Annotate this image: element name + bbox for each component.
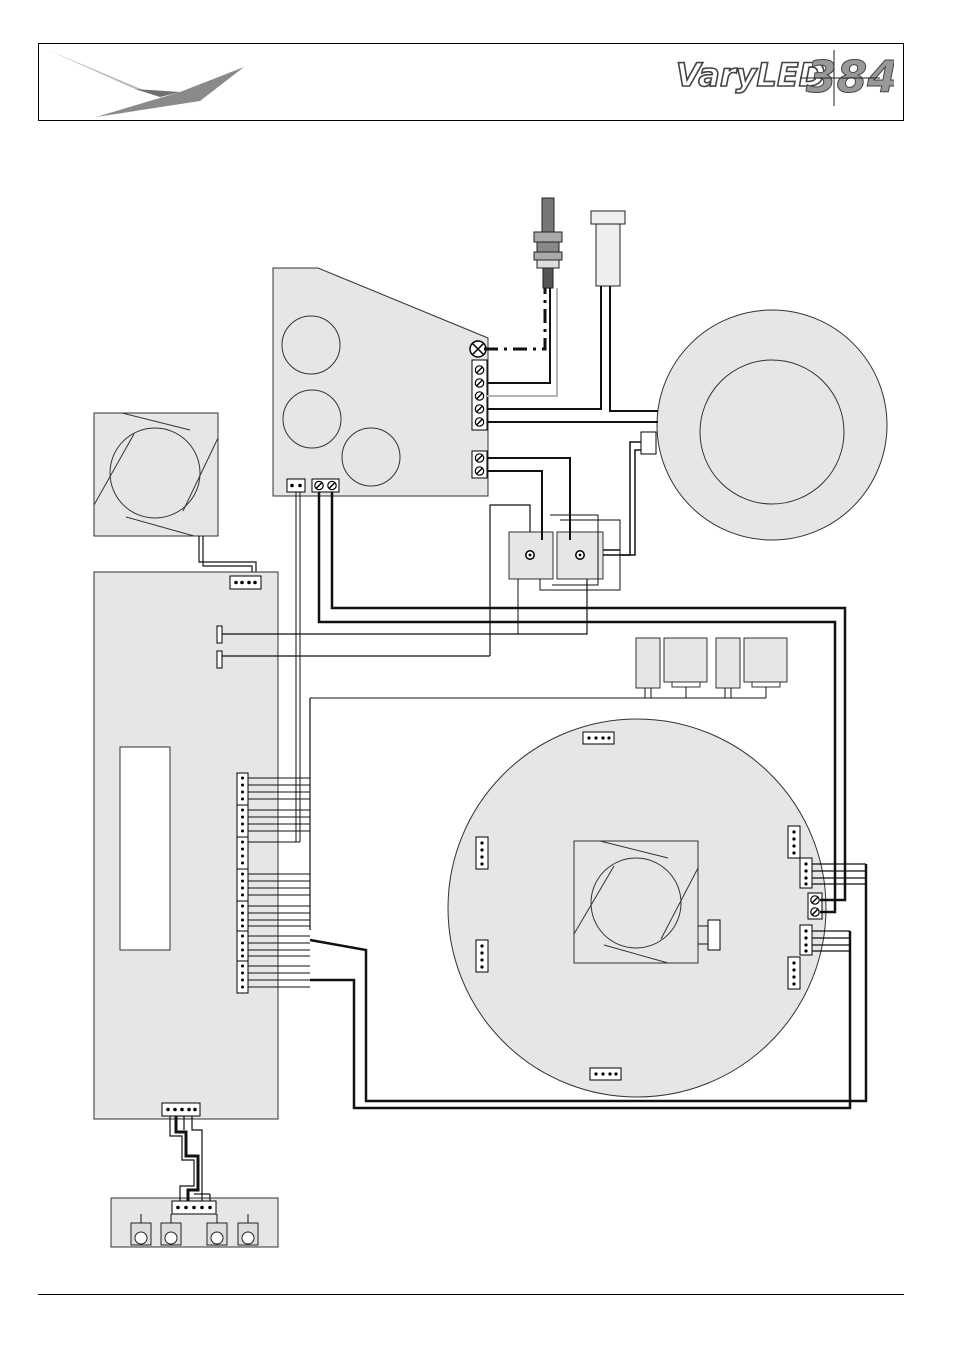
brand-logo-icon [48, 50, 244, 117]
header-frame [38, 43, 904, 121]
capacitor-3 [341, 427, 401, 487]
relay-1 [508, 531, 554, 580]
board-pin-1 [216, 625, 223, 644]
display-window [119, 746, 171, 951]
lamp-connector [640, 431, 657, 455]
lamp-inner [699, 359, 845, 505]
xlr-socket-icons [130, 1222, 259, 1246]
fan-connector [229, 575, 262, 590]
small-component-group [635, 637, 788, 689]
fan-left [93, 412, 219, 537]
fan-center [573, 840, 699, 964]
footer-rule [38, 1294, 904, 1295]
product-logo: VaryLED 384 [675, 50, 894, 106]
main-board-connector-column [236, 772, 249, 994]
psu-pin-header [286, 478, 306, 493]
capacitor-1 [281, 315, 341, 375]
product-name-text: VaryLED [676, 56, 825, 94]
fuse-holder [590, 210, 626, 287]
ground-terminal-icon [469, 340, 487, 358]
relay-2 [556, 531, 604, 580]
board-pin-2 [216, 650, 223, 669]
capacitor-2 [282, 389, 342, 449]
disc-fan-connector [707, 919, 721, 951]
cable-gland [533, 197, 563, 289]
